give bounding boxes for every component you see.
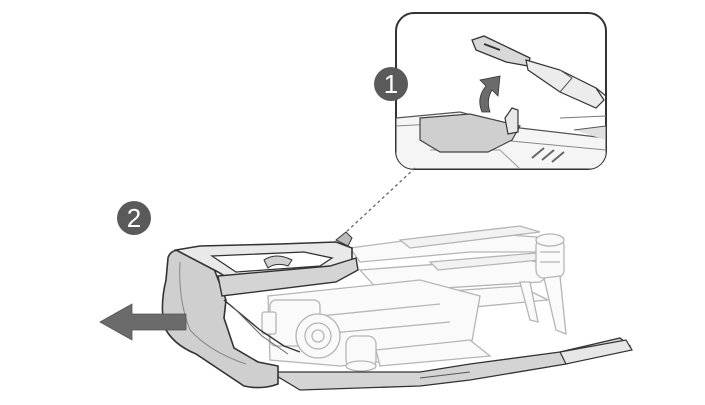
inset-latch-tab [504,107,519,135]
left-arrow-icon [99,303,187,341]
drone-motor-front [345,335,377,372]
cover-clip-strap [217,257,359,297]
bottom-strap [267,337,633,391]
step-2-badge: 2 [117,201,151,235]
inset-vents [531,147,565,163]
step-1-badge: 1 [374,67,408,101]
inset-clip-piece [419,113,521,153]
drone-camera [261,299,341,359]
leader-line [343,167,416,235]
drone-motor-right [535,233,565,279]
storage-cover [161,231,359,389]
step-2-number: 2 [127,203,141,233]
folded-drone [261,225,567,372]
inset-detail [395,12,607,170]
step-1-number: 1 [384,69,398,99]
curved-up-arrow-icon [479,75,501,113]
